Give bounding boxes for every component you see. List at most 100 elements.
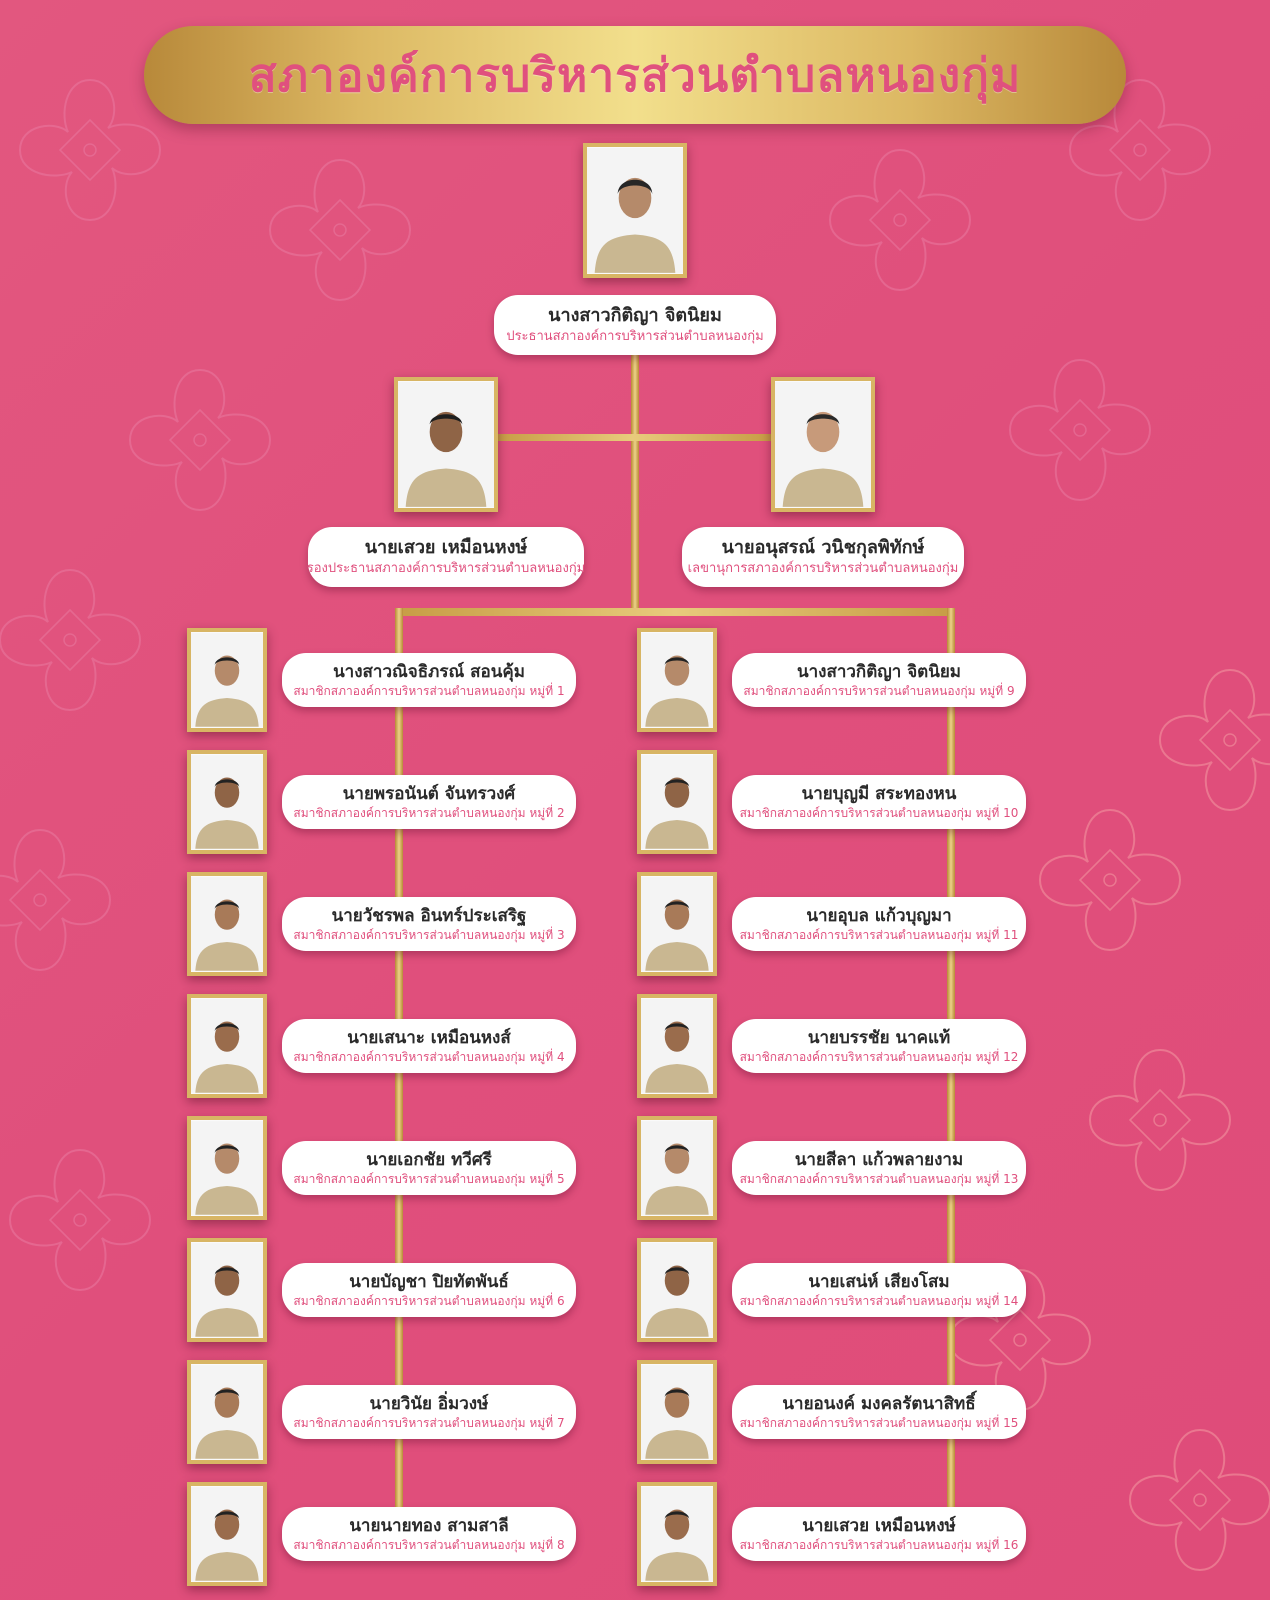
- member-role: สมาชิกสภาองค์การบริหารส่วนตำบลหนองกุ่ม ห…: [293, 1416, 565, 1430]
- person-portrait-icon: [398, 382, 494, 507]
- member-role: สมาชิกสภาองค์การบริหารส่วนตำบลหนองกุ่ม ห…: [293, 928, 565, 942]
- member-photo: [637, 1238, 717, 1342]
- member-role: สมาชิกสภาองค์การบริหารส่วนตำบลหนองกุ่ม ห…: [293, 1172, 565, 1186]
- member-role: สมาชิกสภาองค์การบริหารส่วนตำบลหนองกุ่ม ห…: [739, 1294, 1019, 1308]
- member-card: นายวัชรพล อินทร์ประเสริฐสมาชิกสภาองค์การ…: [282, 897, 576, 951]
- member-photo: [637, 872, 717, 976]
- person-portrait-icon: [641, 877, 713, 971]
- member-role: สมาชิกสภาองค์การบริหารส่วนตำบลหนองกุ่ม ห…: [293, 1294, 565, 1308]
- person-portrait-icon: [191, 1365, 263, 1459]
- member-card: นายอุบล แก้วบุญมาสมาชิกสภาองค์การบริหารส…: [732, 897, 1026, 951]
- member-role: สมาชิกสภาองค์การบริหารส่วนตำบลหนองกุ่ม ห…: [739, 806, 1019, 820]
- member-role: สมาชิกสภาองค์การบริหารส่วนตำบลหนองกุ่ม ห…: [293, 806, 565, 820]
- member-role: สมาชิกสภาองค์การบริหารส่วนตำบลหนองกุ่ม ห…: [739, 1416, 1019, 1430]
- member-card: นายวินัย อิ่มวงษ์สมาชิกสภาองค์การบริหารส…: [282, 1385, 576, 1439]
- member-name: นายอนงค์ มงคลรัตนาสิทธิ์: [782, 1394, 976, 1414]
- member-card: นายอนงค์ มงคลรัตนาสิทธิ์สมาชิกสภาองค์การ…: [732, 1385, 1026, 1439]
- member-photo: [637, 1482, 717, 1586]
- person-portrait-icon: [641, 1487, 713, 1581]
- person-portrait-icon: [587, 148, 683, 273]
- person-portrait-icon: [191, 877, 263, 971]
- member-photo: [637, 1116, 717, 1220]
- person-portrait-icon: [641, 1365, 713, 1459]
- member-role: สมาชิกสภาองค์การบริหารส่วนตำบลหนองกุ่ม ห…: [293, 1050, 565, 1064]
- president-photo: [583, 143, 687, 278]
- person-portrait-icon: [641, 999, 713, 1093]
- member-card: นายเสวย เหมือนหงษ์สมาชิกสภาองค์การบริหาร…: [732, 1507, 1026, 1561]
- member-role: สมาชิกสภาองค์การบริหารส่วนตำบลหนองกุ่ม ห…: [743, 684, 1015, 698]
- member-photo: [637, 994, 717, 1098]
- member-photo: [187, 994, 267, 1098]
- secretary-name: นายอนุสรณ์ วนิชกุลพิทักษ์: [721, 537, 925, 558]
- member-photo: [187, 1482, 267, 1586]
- member-name: นายสีลา แก้วพลายงาม: [794, 1150, 964, 1170]
- vice-president-role: รองประธานสภาองค์การบริหารส่วนตำบลหนองกุ่…: [306, 561, 586, 576]
- person-portrait-icon: [191, 999, 263, 1093]
- person-portrait-icon: [191, 1121, 263, 1215]
- member-photo: [637, 750, 717, 854]
- connector-members: [395, 608, 955, 616]
- member-card: นางสาวกิติญา จิตนิยมสมาชิกสภาองค์การบริห…: [732, 653, 1026, 707]
- person-portrait-icon: [191, 755, 263, 849]
- member-name: นายบัญชา ปิยทัตพันธ์: [349, 1272, 509, 1292]
- connector-officers: [494, 434, 772, 441]
- member-role: สมาชิกสภาองค์การบริหารส่วนตำบลหนองกุ่ม ห…: [739, 1538, 1019, 1552]
- member-card: นายเสน่ห์ เสียงโสมสมาชิกสภาองค์การบริหาร…: [732, 1263, 1026, 1317]
- member-role: สมาชิกสภาองค์การบริหารส่วนตำบลหนองกุ่ม ห…: [739, 928, 1019, 942]
- member-role: สมาชิกสภาองค์การบริหารส่วนตำบลหนองกุ่ม ห…: [293, 684, 565, 698]
- member-card: นายพรอนันต์ จันทรวงศ์สมาชิกสภาองค์การบริ…: [282, 775, 576, 829]
- person-portrait-icon: [641, 1243, 713, 1337]
- page-title: สภาองค์การบริหารส่วนตำบลหนองกุ่ม: [248, 47, 1022, 102]
- member-name: นายเสนาะ เหมือนหงส์: [347, 1028, 511, 1048]
- member-card: นายเอกชัย ทวีศรีสมาชิกสภาองค์การบริหารส่…: [282, 1141, 576, 1195]
- person-portrait-icon: [191, 1487, 263, 1581]
- vice-president-card: นายเสวย เหมือนหงษ์ รองประธานสภาองค์การบร…: [306, 527, 586, 587]
- member-name: นายเอกชัย ทวีศรี: [366, 1150, 492, 1170]
- member-role: สมาชิกสภาองค์การบริหารส่วนตำบลหนองกุ่ม ห…: [739, 1050, 1019, 1064]
- member-name: นายพรอนันต์ จันทรวงศ์: [342, 784, 516, 804]
- member-name: นางสาวกิติญา จิตนิยม: [796, 662, 961, 682]
- member-photo: [187, 750, 267, 854]
- member-card: นายเสนาะ เหมือนหงส์สมาชิกสภาองค์การบริหา…: [282, 1019, 576, 1073]
- member-name: นายนายทอง สามสาลี: [349, 1516, 509, 1536]
- member-role: สมาชิกสภาองค์การบริหารส่วนตำบลหนองกุ่ม ห…: [293, 1538, 565, 1552]
- person-portrait-icon: [641, 633, 713, 727]
- person-portrait-icon: [191, 1243, 263, 1337]
- president-name: นางสาวกิติญา จิตนิยม: [548, 305, 722, 326]
- member-photo: [187, 1360, 267, 1464]
- member-photo: [637, 1360, 717, 1464]
- member-photo: [187, 872, 267, 976]
- member-role: สมาชิกสภาองค์การบริหารส่วนตำบลหนองกุ่ม ห…: [739, 1172, 1019, 1186]
- member-name: นายวินัย อิ่มวงษ์: [369, 1394, 489, 1414]
- member-name: นายบรรชัย นาคแท้: [807, 1028, 951, 1048]
- member-photo: [637, 628, 717, 732]
- vice-president-name: นายเสวย เหมือนหงษ์: [364, 537, 528, 558]
- president-role: ประธานสภาองค์การบริหารส่วนตำบลหนองกุ่ม: [506, 329, 764, 344]
- member-photo: [187, 628, 267, 732]
- secretary-card: นายอนุสรณ์ วนิชกุลพิทักษ์ เลขานุการสภาอง…: [682, 527, 964, 587]
- member-name: นายอุบล แก้วบุญมา: [806, 906, 952, 926]
- title-banner: สภาองค์การบริหารส่วนตำบลหนองกุ่ม: [144, 26, 1126, 124]
- person-portrait-icon: [641, 1121, 713, 1215]
- member-card: นางสาวณิจธิภรณ์ สอนคุ้มสมาชิกสภาองค์การบ…: [282, 653, 576, 707]
- member-photo: [187, 1238, 267, 1342]
- member-card: นายสีลา แก้วพลายงามสมาชิกสภาองค์การบริหา…: [732, 1141, 1026, 1195]
- person-portrait-icon: [775, 382, 871, 507]
- member-name: นายเสวย เหมือนหงษ์: [802, 1516, 956, 1536]
- member-card: นายบรรชัย นาคแท้สมาชิกสภาองค์การบริหารส่…: [732, 1019, 1026, 1073]
- member-name: นายเสน่ห์ เสียงโสม: [808, 1272, 950, 1292]
- member-card: นายบุญมี สระทองหนสมาชิกสภาองค์การบริหารส…: [732, 775, 1026, 829]
- member-name: นายบุญมี สระทองหน: [801, 784, 957, 804]
- secretary-role: เลขานุการสภาองค์การบริหารส่วนตำบลหนองกุ่…: [687, 561, 959, 576]
- secretary-photo: [771, 377, 875, 512]
- member-photo: [187, 1116, 267, 1220]
- member-name: นายวัชรพล อินทร์ประเสริฐ: [331, 906, 527, 926]
- member-card: นายนายทอง สามสาลีสมาชิกสภาองค์การบริหารส…: [282, 1507, 576, 1561]
- member-card: นายบัญชา ปิยทัตพันธ์สมาชิกสภาองค์การบริห…: [282, 1263, 576, 1317]
- connector-trunk: [631, 345, 639, 610]
- vice-president-photo: [394, 377, 498, 512]
- member-name: นางสาวณิจธิภรณ์ สอนคุ้ม: [333, 662, 525, 682]
- person-portrait-icon: [191, 633, 263, 727]
- person-portrait-icon: [641, 755, 713, 849]
- president-card: นางสาวกิติญา จิตนิยม ประธานสภาองค์การบริ…: [494, 295, 776, 355]
